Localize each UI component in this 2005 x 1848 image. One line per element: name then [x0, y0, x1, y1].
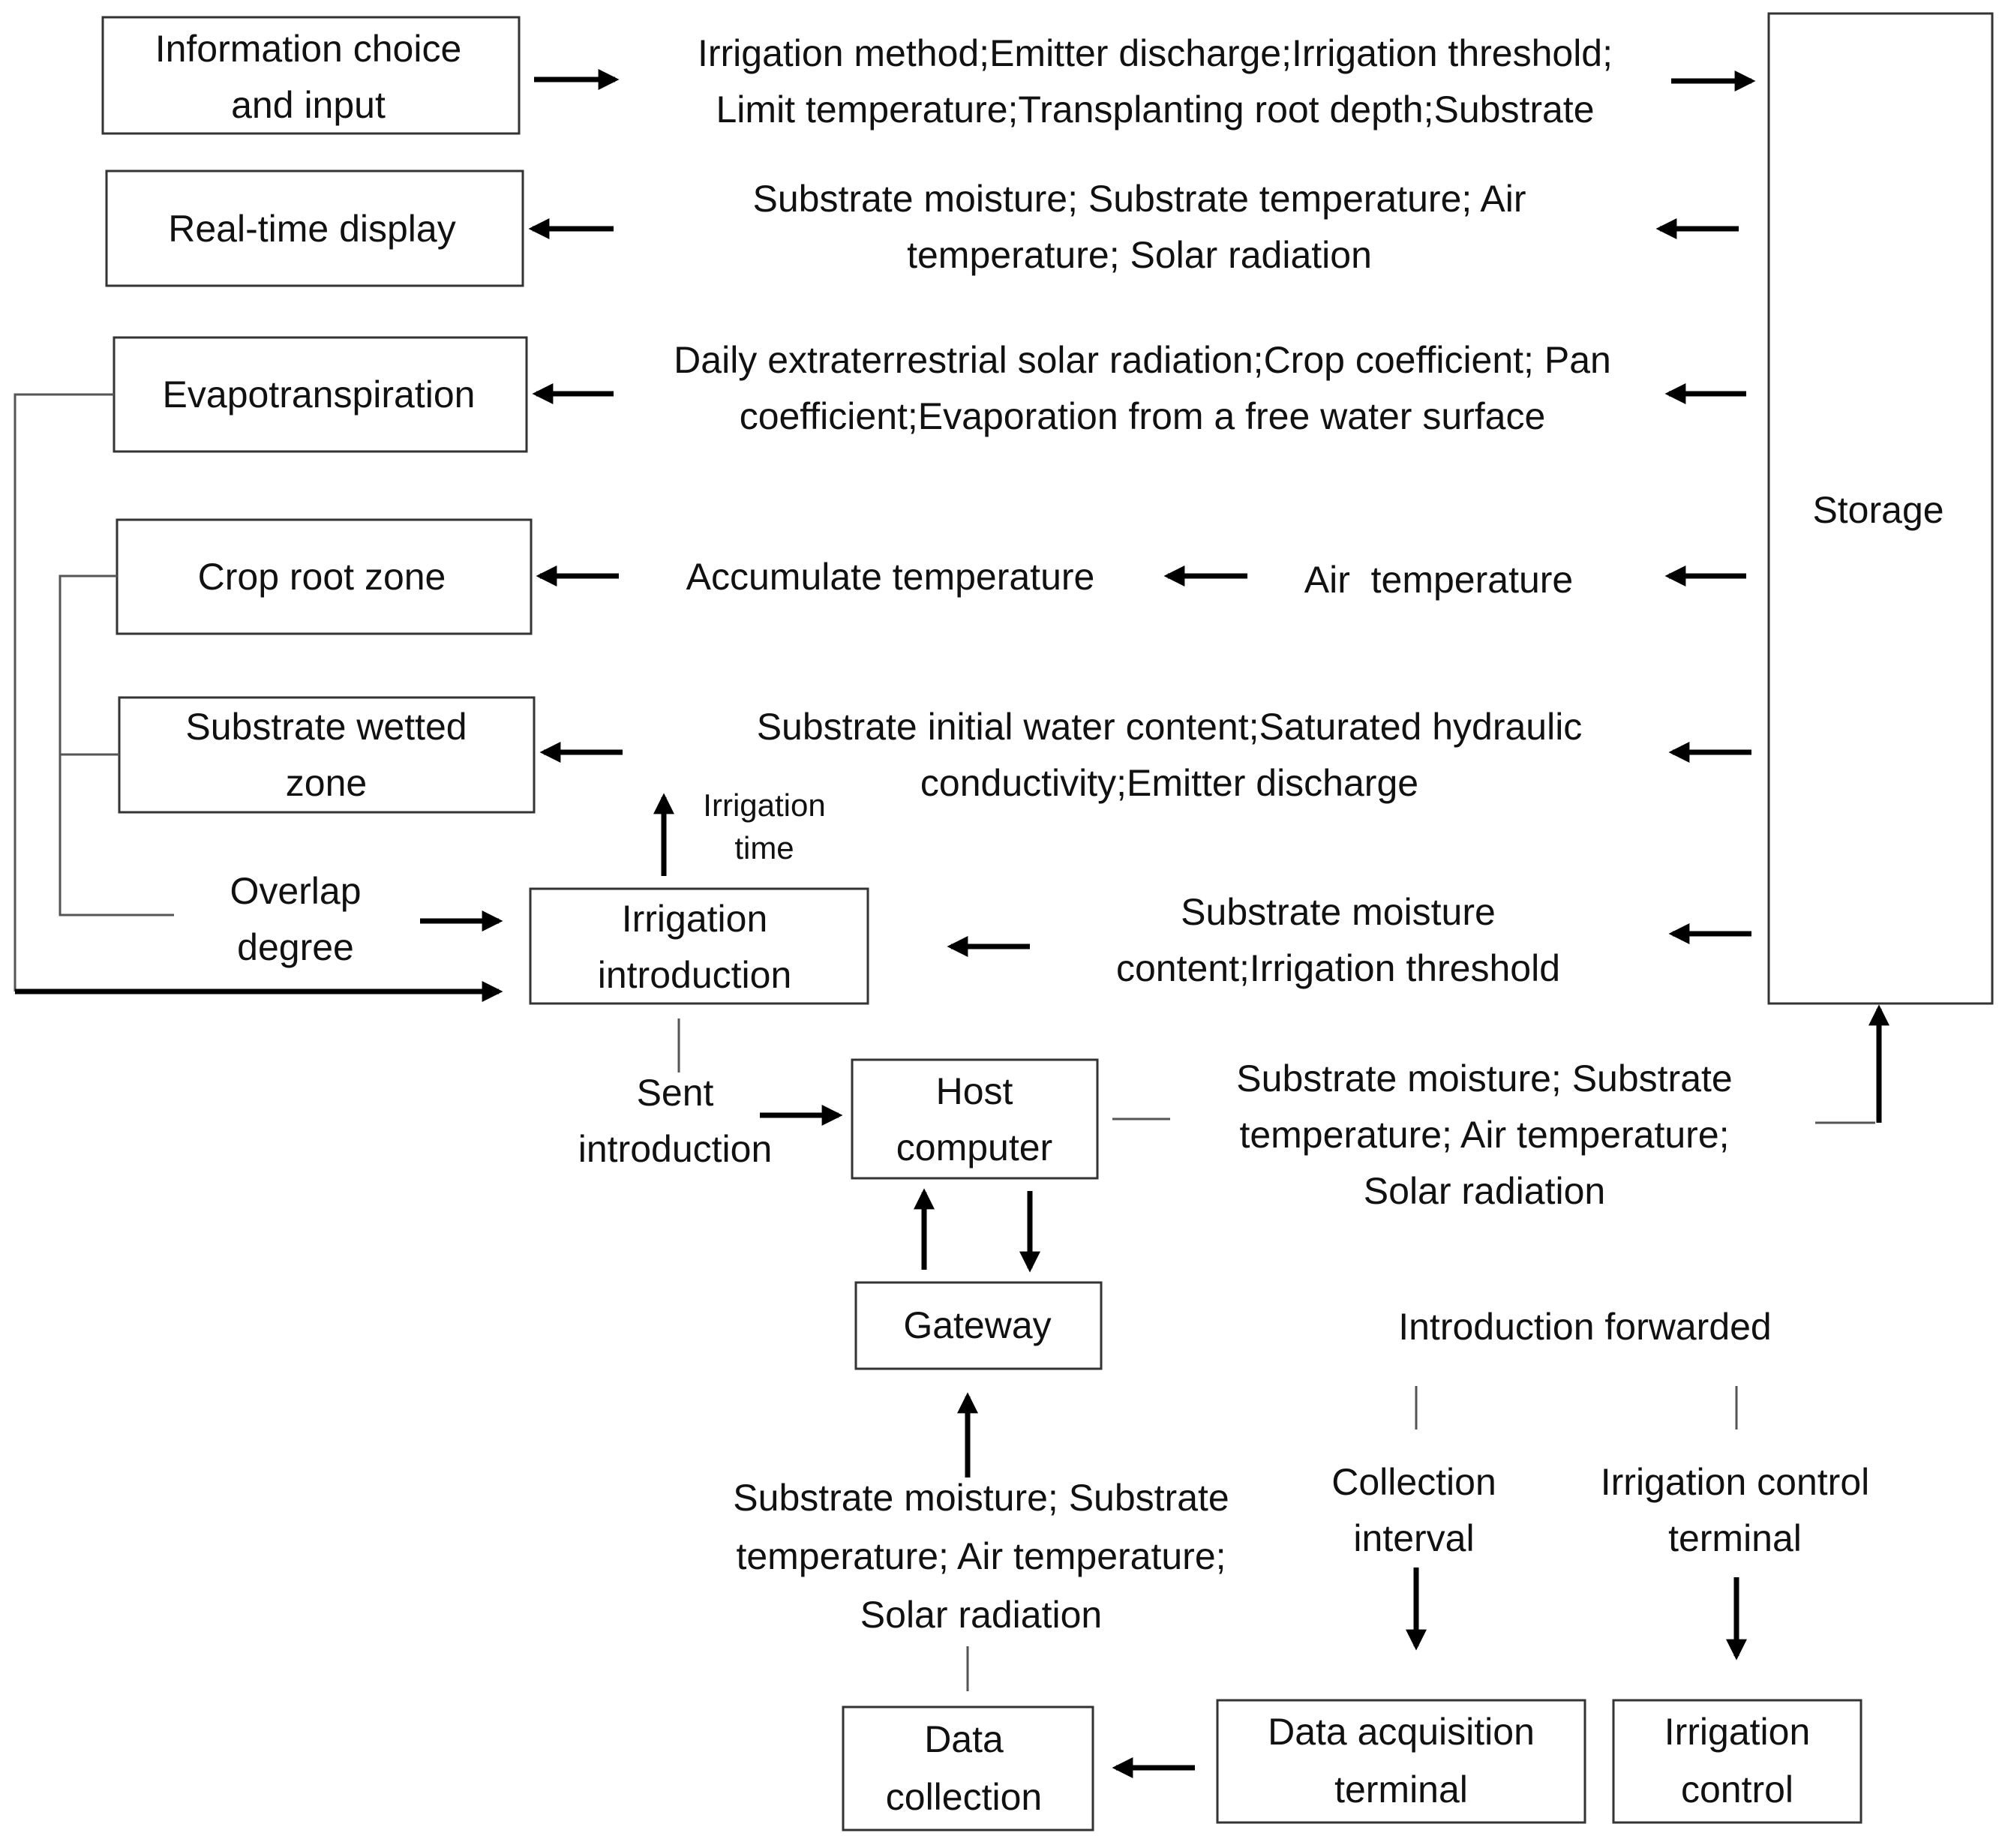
display-params-text: Substrate moisture; Substrate temperatur…: [752, 178, 1526, 276]
info-params-text: Irrigation method;Emitter discharge;Irri…: [698, 32, 1613, 130]
et-params-text: Daily extraterrestrial solar radiation;C…: [674, 339, 1611, 437]
root-zone-bracket-line: [59, 574, 174, 916]
host-sensor-params-line2: temperature; Air temperature;: [1239, 1114, 1729, 1156]
irrigation-time-line1: Irrigation: [703, 788, 825, 823]
moisture-threshold-line1: Substrate moisture: [1181, 891, 1496, 933]
crop-root-zone-box: Crop root zone: [116, 518, 533, 635]
sent-introduction-text: Sent introduction: [578, 1072, 773, 1170]
collection-interval-line2: interval: [1353, 1517, 1474, 1559]
storage-box: Storage: [1767, 12, 1994, 1005]
display-params-line2: temperature; Solar radiation: [907, 234, 1372, 276]
sent-introduction-line1: Sent: [637, 1072, 714, 1114]
overlap-degree-line1: Overlap: [230, 870, 361, 912]
evapotranspiration-label: Evapotranspiration: [163, 374, 476, 416]
substrate-wetted-zone-label-line1: Substrate wetted: [185, 706, 467, 748]
overlap-degree-text: Overlap degree: [230, 870, 361, 968]
overlap-degree-line2: degree: [237, 926, 354, 968]
irrigation-introduction-label-line1: Irrigation: [622, 898, 768, 940]
host-computer-label-line2: computer: [896, 1126, 1052, 1168]
data-acquisition-terminal-box: Data acquisition terminal: [1216, 1699, 1586, 1824]
irrigation-control-terminal-line1: Irrigation control: [1601, 1461, 1870, 1503]
irrigation-control-label-line1: Irrigation: [1664, 1711, 1811, 1753]
display-params-line1: Substrate moisture; Substrate temperatur…: [752, 178, 1526, 220]
substrate-wetted-zone-box: Substrate wetted zone: [118, 696, 536, 814]
moisture-threshold-line2: content;Irrigation threshold: [1116, 947, 1560, 989]
irrigation-introduction-box: Irrigation introduction: [529, 887, 869, 1005]
air-temperature-text: Air temperature: [1304, 559, 1573, 601]
info-input-box: Information choice and input: [101, 16, 521, 135]
gateway-sensor-params-line3: Solar radiation: [860, 1594, 1102, 1636]
info-input-label-line1: Information choice: [155, 28, 462, 70]
host-computer-label-line1: Host: [936, 1070, 1013, 1112]
irrigation-introduction-label-line2: introduction: [598, 954, 792, 996]
host-sensor-params-text: Substrate moisture; Substrate temperatur…: [1236, 1058, 1732, 1212]
data-collection-box: Data collection: [842, 1706, 1094, 1832]
host-sensor-params-line1: Substrate moisture; Substrate: [1236, 1058, 1732, 1100]
wetted-params-line1: Substrate initial water content;Saturate…: [757, 706, 1583, 748]
introduction-forwarded-text: Introduction forwarded: [1398, 1306, 1772, 1348]
et-params-line1: Daily extraterrestrial solar radiation;C…: [674, 339, 1611, 381]
gateway-sensor-params-line2: temperature; Air temperature;: [736, 1535, 1226, 1577]
irrigation-control-label-line2: control: [1681, 1768, 1793, 1810]
wetted-params-line2: conductivity;Emitter discharge: [920, 762, 1418, 804]
realtime-display-box: Real-time display: [105, 170, 524, 287]
collection-interval-line1: Collection: [1331, 1461, 1496, 1503]
gateway-sensor-params-line1: Substrate moisture; Substrate: [733, 1477, 1229, 1519]
gateway-label: Gateway: [903, 1304, 1051, 1346]
irrigation-control-terminal-line2: terminal: [1668, 1517, 1802, 1559]
host-computer-box: Host computer: [851, 1058, 1099, 1180]
irrigation-control-box: Irrigation control: [1612, 1699, 1862, 1824]
info-input-label-line2: and input: [231, 84, 386, 126]
sent-introduction-line2: introduction: [578, 1128, 773, 1170]
gateway-sensor-params-text: Substrate moisture; Substrate temperatur…: [733, 1477, 1229, 1636]
accumulate-temperature-text: Accumulate temperature: [686, 556, 1095, 598]
gateway-box: Gateway: [854, 1281, 1103, 1370]
evapotranspiration-feedback-line: [14, 393, 114, 992]
data-collection-label-line1: Data: [924, 1718, 1004, 1760]
irrigation-time-line2: time: [734, 830, 794, 866]
storage-label: Storage: [1812, 489, 1943, 531]
collection-interval-text: Collection interval: [1331, 1461, 1496, 1559]
data-collection-label-line2: collection: [886, 1776, 1042, 1818]
irrigation-control-terminal-text: Irrigation control terminal: [1601, 1461, 1870, 1559]
crop-root-zone-label: Crop root zone: [198, 556, 446, 598]
info-params-line1: Irrigation method;Emitter discharge;Irri…: [698, 32, 1613, 74]
wetted-params-text: Substrate initial water content;Saturate…: [757, 706, 1583, 804]
substrate-wetted-zone-label-line2: zone: [286, 762, 367, 804]
irrigation-time-text: Irrigation time: [703, 788, 825, 866]
et-params-line2: coefficient;Evaporation from a free wate…: [740, 395, 1546, 437]
moisture-threshold-text: Substrate moisture content;Irrigation th…: [1116, 891, 1560, 989]
data-acquisition-terminal-label-line2: terminal: [1334, 1768, 1468, 1810]
host-sensor-params-line3: Solar radiation: [1364, 1170, 1605, 1212]
info-params-line2: Limit temperature;Transplanting root dep…: [716, 88, 1595, 130]
data-acquisition-terminal-label-line1: Data acquisition: [1268, 1711, 1535, 1753]
realtime-display-label: Real-time display: [168, 208, 455, 250]
evapotranspiration-box: Evapotranspiration: [113, 336, 528, 453]
